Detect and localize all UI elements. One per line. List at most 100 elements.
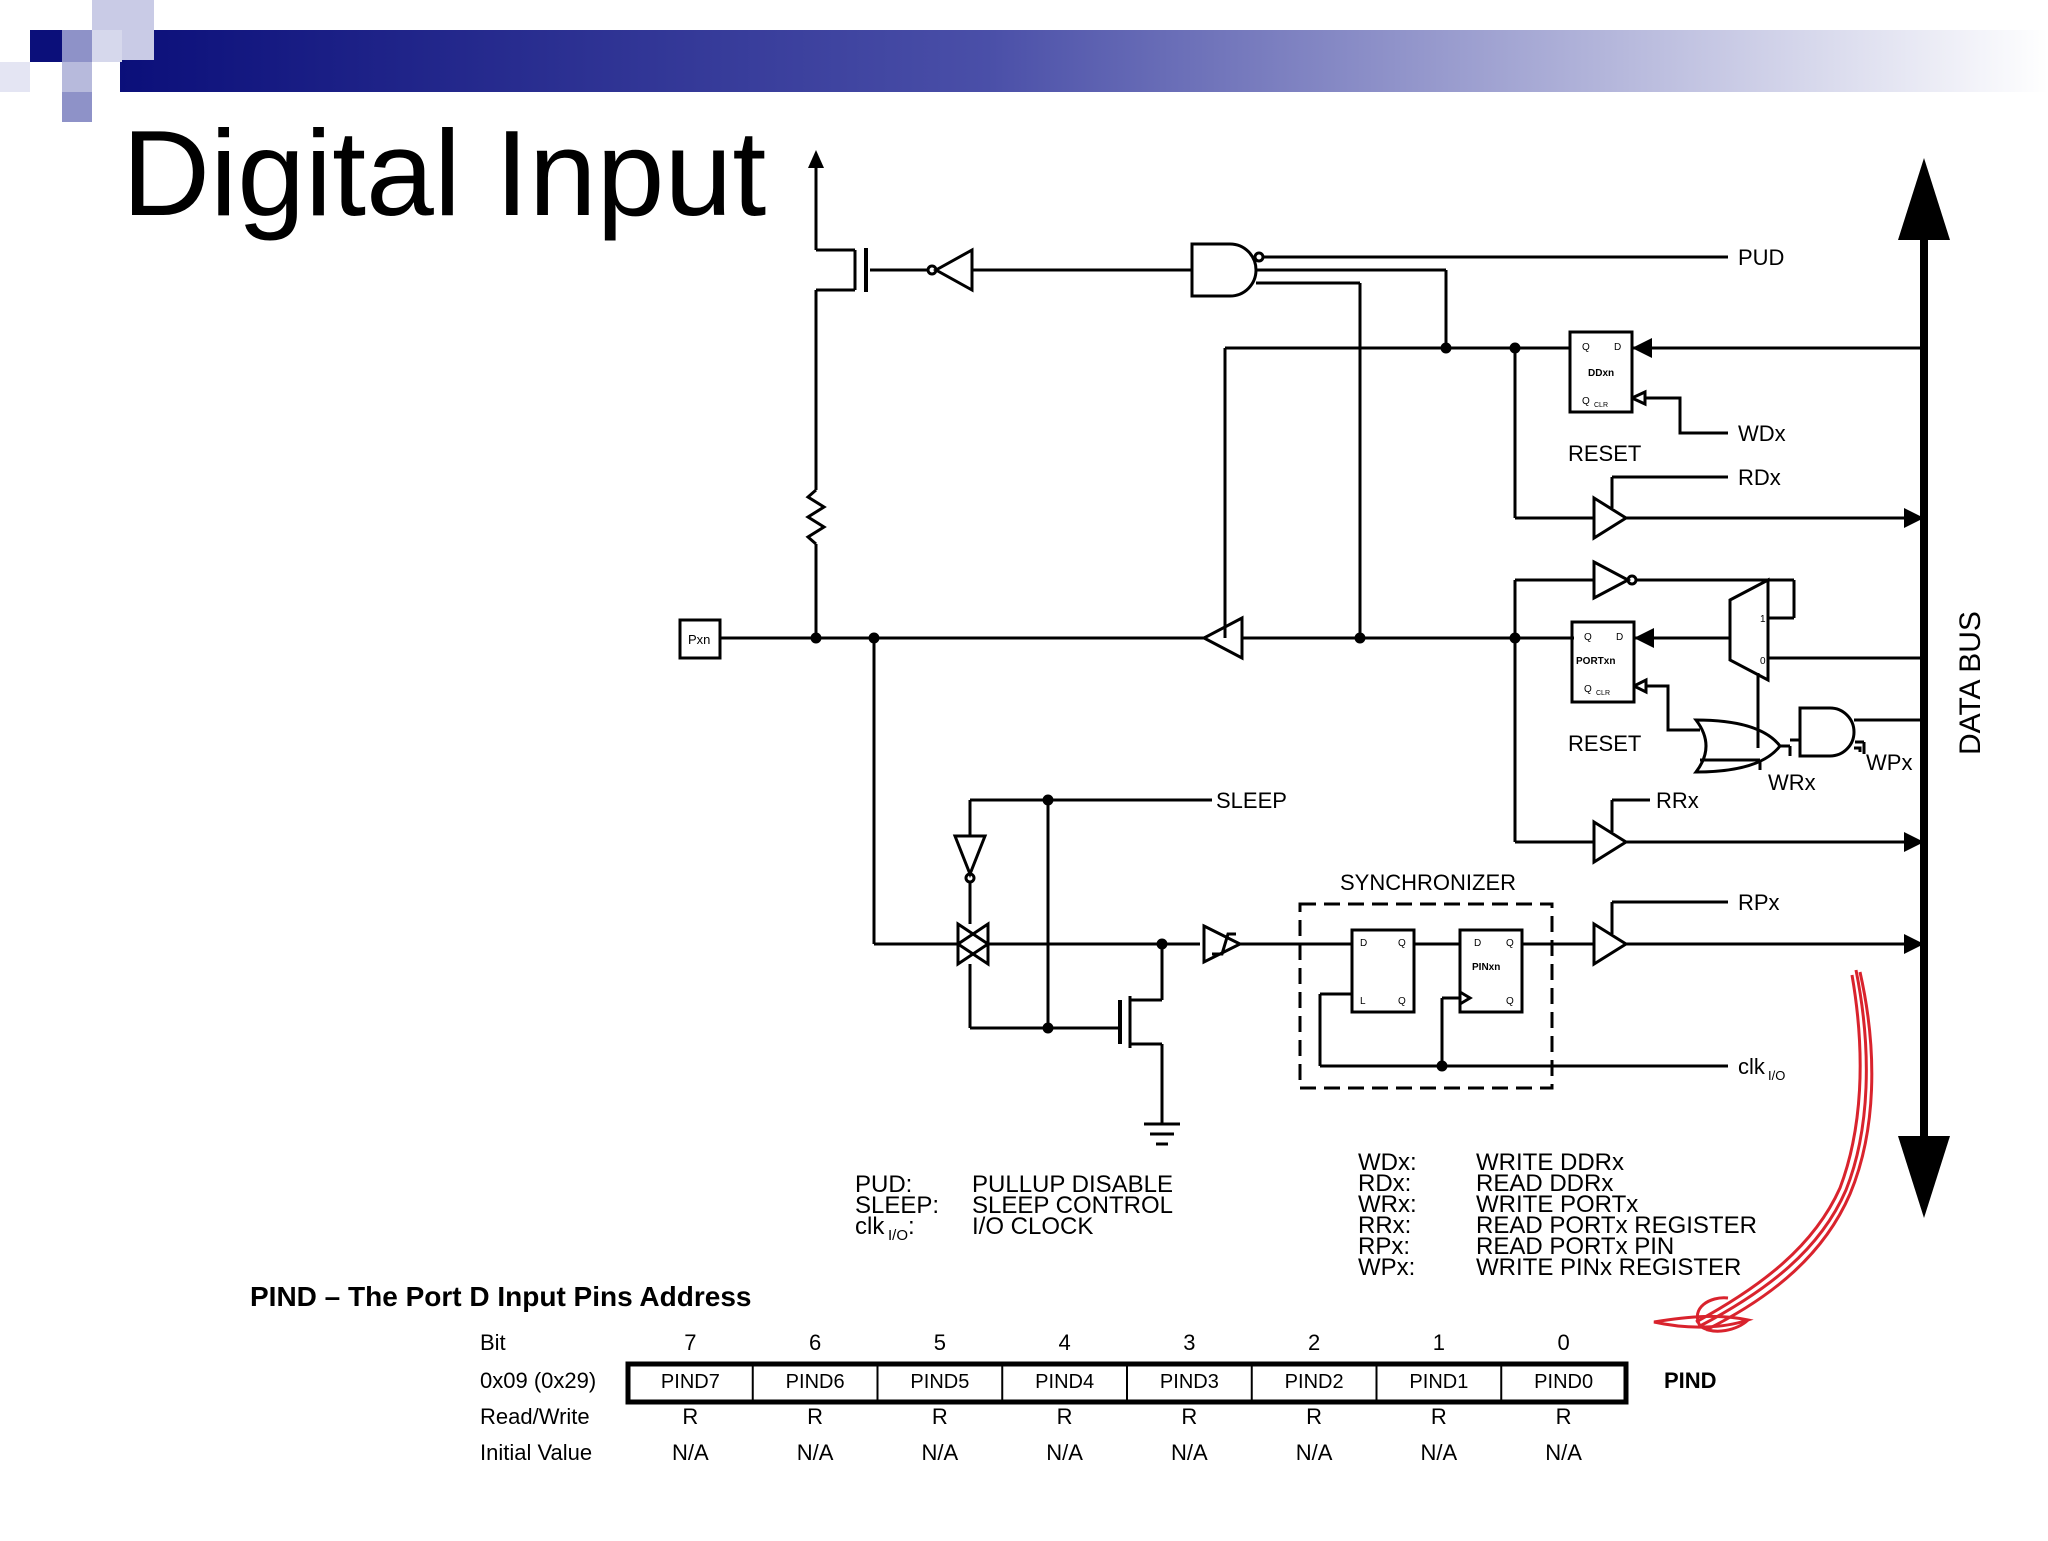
legend-right-value-3: READ PORTx REGISTER — [1476, 1212, 1757, 1239]
portxn-register — [1570, 620, 1730, 732]
latch-d: D — [1360, 938, 1367, 949]
legend-right-value-2: WRITE PORTx — [1476, 1191, 1638, 1218]
pinxn-q: Q — [1506, 938, 1514, 949]
ddxn-name: DDxn — [1588, 368, 1614, 379]
register-name: PIND — [1664, 1368, 1717, 1393]
ddxn-register — [1223, 330, 1924, 638]
legend-right-key-4: RPx: — [1358, 1233, 1410, 1260]
row-label-bit: Bit — [480, 1330, 506, 1355]
register-title: PIND – The Port D Input Pins Address — [250, 1281, 751, 1312]
row-label-address: 0x09 (0x29) — [480, 1368, 596, 1393]
latch-q: Q — [1398, 938, 1406, 949]
legend-left-key-1: SLEEP: — [855, 1192, 939, 1219]
register-bit-init: N/A — [1046, 1440, 1083, 1465]
register-field-name: PIND1 — [1409, 1371, 1468, 1393]
pinxn-d: D — [1474, 938, 1481, 949]
latch-qbar: Q — [1398, 996, 1406, 1007]
register-bit-init: N/A — [1171, 1440, 1208, 1465]
rpx-buffer — [1592, 900, 1924, 967]
label-pud: PUD — [1738, 245, 1784, 270]
rrx-buffer — [1515, 798, 1924, 865]
register-bit-rw: R — [1181, 1404, 1197, 1429]
register-bit-init: N/A — [1296, 1440, 1333, 1465]
register-bit-init: N/A — [922, 1440, 959, 1465]
label-reset-mid: RESET — [1568, 731, 1641, 756]
row-label-rw: Read/Write — [480, 1404, 590, 1429]
label-data-bus: DATA BUS — [1954, 611, 1987, 755]
legend-left-value-2: I/O CLOCK — [972, 1213, 1093, 1240]
register-bit-number: 6 — [809, 1330, 821, 1355]
latch-l: L — [1360, 996, 1366, 1007]
slide-title: Digital Input — [122, 105, 766, 241]
mux — [1728, 577, 1924, 748]
register-bits: 7PIND7RN/A6PIND6RN/A5PIND5RN/A4PIND4RN/A… — [661, 1330, 1593, 1465]
legend-right-value-5: WRITE PINx REGISTER — [1476, 1254, 1741, 1281]
register-bit-rw: R — [932, 1404, 948, 1429]
signal-labels: PUD WDx RDx RESET RESET WRx WPx RRx RPx … — [688, 245, 1987, 1083]
label-rpx: RPx — [1738, 890, 1780, 915]
data-bus — [1898, 158, 1950, 1218]
portxn-name: PORTxn — [1576, 656, 1615, 667]
row-label-init: Initial Value — [480, 1440, 592, 1465]
legend-right-key-3: RRx: — [1358, 1212, 1411, 1239]
legend-left-value-1: SLEEP CONTROL — [972, 1192, 1173, 1219]
register-bit-rw: R — [1057, 1404, 1073, 1429]
register-bit-number: 1 — [1433, 1330, 1445, 1355]
register-bit-number: 7 — [684, 1330, 696, 1355]
legend-left-key-2-suffix: : — [908, 1213, 915, 1240]
register-bit-number: 2 — [1308, 1330, 1320, 1355]
ddxn-d: D — [1614, 342, 1621, 353]
register-bit-init: N/A — [1545, 1440, 1582, 1465]
label-reset-top: RESET — [1568, 441, 1641, 466]
register-field-name: PIND5 — [910, 1371, 969, 1393]
pinxn-name: PINxn — [1472, 962, 1500, 973]
ddxn-qbar: Q — [1582, 396, 1590, 407]
label-clk: clk — [1738, 1054, 1766, 1079]
portxn-clr: CLR — [1596, 690, 1610, 697]
label-wdx: WDx — [1738, 421, 1786, 446]
register-bit-number: 5 — [934, 1330, 946, 1355]
synchronizer — [1298, 902, 1728, 1090]
register-bit-rw: R — [1431, 1404, 1447, 1429]
label-pxn: Pxn — [688, 632, 710, 647]
legend-left-key-2: clk — [855, 1213, 885, 1240]
annotation-arrow — [1653, 969, 1874, 1333]
portxn-d: D — [1616, 632, 1623, 643]
legend-right-key-2: WRx: — [1358, 1191, 1417, 1218]
legend-left-value-0: PULLUP DISABLE — [972, 1171, 1173, 1198]
register-bit-number: 3 — [1183, 1330, 1195, 1355]
portxn-qbar: Q — [1584, 684, 1592, 695]
and-gate-pud — [1190, 242, 1728, 638]
ddxn-clr: CLR — [1594, 402, 1608, 409]
register-field-name: PIND6 — [786, 1371, 845, 1393]
legend-right-key-5: WPx: — [1358, 1254, 1415, 1281]
legend-right-key-0: WDx: — [1358, 1149, 1417, 1176]
register-bit-init: N/A — [672, 1440, 709, 1465]
register-bit-rw: R — [682, 1404, 698, 1429]
label-rrx: RRx — [1656, 788, 1699, 813]
register-bit-rw: R — [1306, 1404, 1322, 1429]
register-bit-rw: R — [807, 1404, 823, 1429]
label-synchronizer: SYNCHRONIZER — [1340, 870, 1516, 895]
legend-right-value-4: READ PORTx PIN — [1476, 1233, 1674, 1260]
input-path — [872, 638, 1352, 1146]
legend-left-key-0: PUD: — [855, 1171, 912, 1198]
title-banner — [0, 0, 2048, 122]
register-field-name: PIND3 — [1160, 1371, 1219, 1393]
register-field-name: PIND2 — [1285, 1371, 1344, 1393]
pullup-transistor — [805, 150, 1192, 638]
label-clk-sub: I/O — [1768, 1068, 1785, 1083]
circuit-diagram — [678, 150, 1950, 1218]
register-section: PIND – The Port D Input Pins Address Bit… — [250, 1281, 1717, 1465]
legend-left-key-2-sub: I/O — [888, 1227, 908, 1244]
legend-right-value-1: READ DDRx — [1476, 1170, 1613, 1197]
register-bit-number: 0 — [1558, 1330, 1570, 1355]
legend-left: PUD: PULLUP DISABLE SLEEP: SLEEP CONTROL… — [855, 1171, 1173, 1244]
label-rdx: RDx — [1738, 465, 1781, 490]
legend-right: WDx: WRITE DDRx RDx: READ DDRx WRx: WRIT… — [1358, 1149, 1757, 1281]
portxn-q: Q — [1584, 632, 1592, 643]
register-bit-number: 4 — [1059, 1330, 1071, 1355]
pinxn-qbar: Q — [1506, 996, 1514, 1007]
legend-right-key-1: RDx: — [1358, 1170, 1411, 1197]
